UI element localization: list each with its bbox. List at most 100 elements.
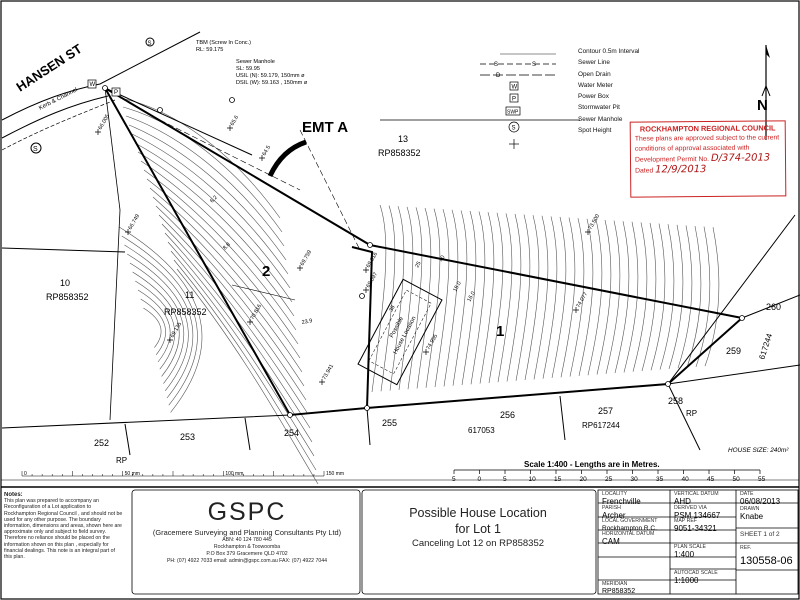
legend-sym-water: W [512, 85, 518, 91]
stamp-permit-label: Development Permit No. [634, 155, 710, 164]
plan-subtitle: for Lot 1 [455, 522, 501, 536]
company-contact: PH: (07) 4922 7033 email: admin@gspc.com… [166, 558, 328, 564]
contour-line [164, 232, 311, 429]
contour-line [461, 210, 477, 386]
legend-contour: Contour 0.5m Interval [578, 48, 640, 55]
contour-lines [118, 97, 720, 485]
contour-line [152, 196, 303, 373]
spot-height-marker [423, 349, 429, 355]
contour-line [137, 289, 171, 363]
spot-height-label: 73.500 [588, 213, 602, 231]
contour-line [167, 241, 313, 443]
easement-arc [267, 139, 307, 178]
mapref-value: 9051-34321 [674, 524, 717, 533]
ruler-label: 150 mm [326, 471, 344, 477]
tbm-rl: RL: 59.175 [196, 47, 223, 53]
lot-254: 254 [284, 428, 299, 438]
sewer-manhole-icon: S [30, 142, 42, 154]
vdatum-label: VERTICAL DATUM [674, 491, 719, 497]
plan-notes: Notes: This plan was prepared to accompa… [4, 492, 124, 592]
scale-tick-label: 25 [605, 476, 613, 483]
legend-sewer-manhole: Sewer Manhole [578, 115, 623, 123]
dimension-label: 40 [438, 255, 446, 263]
contour-line [650, 223, 666, 371]
scale-text: Scale 1:400 - Lengths are in Metres. [524, 460, 660, 469]
scale-tick-label: 30 [631, 476, 639, 483]
contour-line [380, 205, 396, 392]
contour-line [134, 142, 291, 289]
spot-height-marker [259, 155, 265, 161]
hansen-street [1, 31, 201, 151]
contour-line [623, 221, 639, 373]
boundary-markers [102, 85, 745, 418]
legend-sym-sewer: S [494, 62, 498, 68]
spot-heights: 66.00566.74969.75969.13569.01670.81673.9… [95, 113, 601, 385]
contour-line [452, 210, 468, 386]
ruler-label: 100 mm [225, 471, 243, 477]
stamp-dated-label: Dated [635, 167, 654, 175]
lot-256-rp: 617053 [468, 426, 495, 435]
contour-line [137, 151, 293, 303]
lot-256: 256 [500, 410, 515, 420]
contour-line [140, 160, 295, 317]
ruler-label: 0 [24, 471, 27, 477]
contour-line [587, 219, 603, 376]
autocad-label: AUTOCAD SCALE [674, 570, 718, 576]
contour-line [122, 106, 283, 233]
drawn-label: DRAWN [740, 506, 760, 512]
contour-line [596, 219, 612, 375]
scale-tick-label: 40 [682, 476, 690, 483]
easement-label: EMT A [302, 119, 348, 136]
derived-label: DERIVED VIA [674, 505, 707, 511]
legend-power-box: Power Box [578, 93, 609, 101]
lot-13-rp: RP858352 [378, 148, 421, 158]
contour-line [614, 221, 630, 374]
contour-line [560, 217, 576, 378]
legend-sym-sewer-2: S [532, 62, 536, 68]
dimension-label: 38 [388, 305, 396, 313]
derived-value: PSM 134667 [674, 511, 721, 520]
contour-line [173, 259, 317, 471]
legend-sym-power: P [512, 97, 516, 103]
contour-line [161, 223, 309, 415]
stamp-line1: These plans are approved subject to the … [634, 134, 780, 143]
legend-stormwater-pit: Stormwater Pit [578, 104, 620, 112]
spot-height-marker [297, 265, 303, 271]
sewer-dsil: DSIL (W): 59.163 , 150mm ø [236, 80, 308, 86]
stamp-permit-no: D/374-2013 [710, 152, 771, 164]
ruler-label: 50 mm [125, 471, 140, 477]
contour-line [605, 220, 621, 374]
meridian-value: RP858352 [602, 588, 636, 595]
contour-line [533, 215, 549, 380]
lot-10-rp: RP858352 [46, 292, 89, 302]
company-po: P.O Box 379 Gracemere QLD 4702 [206, 551, 288, 557]
stamp-dated: 12/9/2013 [655, 164, 707, 176]
dimension-label: 8.8 [222, 242, 232, 252]
lot-252-rp: RP [116, 456, 127, 465]
lot-11: 11 [185, 290, 194, 300]
sewer-sl: SL: 59.95 [236, 66, 260, 72]
street-name: HANSEN ST [13, 41, 84, 95]
parish-value: Archer [602, 511, 626, 520]
notes-text: This plan was prepared to accompany an R… [4, 498, 123, 561]
lot-259: 259 [726, 346, 741, 356]
spot-height-marker [363, 287, 369, 293]
autocad-value: 1:1000 [674, 576, 699, 585]
mapref-label: MAP REF [674, 518, 697, 524]
locality-value: Frenchville [602, 497, 641, 506]
north-label: N [757, 97, 768, 114]
spot-height-label: 66.749 [128, 213, 142, 231]
hdatum-label: HORIZONTAL DATUM [602, 531, 655, 537]
spot-height-marker [247, 319, 253, 325]
company-block: GSPC (Gracemere Surveying and Planning C… [136, 492, 358, 592]
lot-10: 10 [60, 278, 70, 288]
contour-line [127, 253, 189, 391]
svg-text:P: P [114, 90, 118, 96]
north-arrow-icon [761, 45, 771, 140]
svg-text:W: W [90, 82, 96, 88]
